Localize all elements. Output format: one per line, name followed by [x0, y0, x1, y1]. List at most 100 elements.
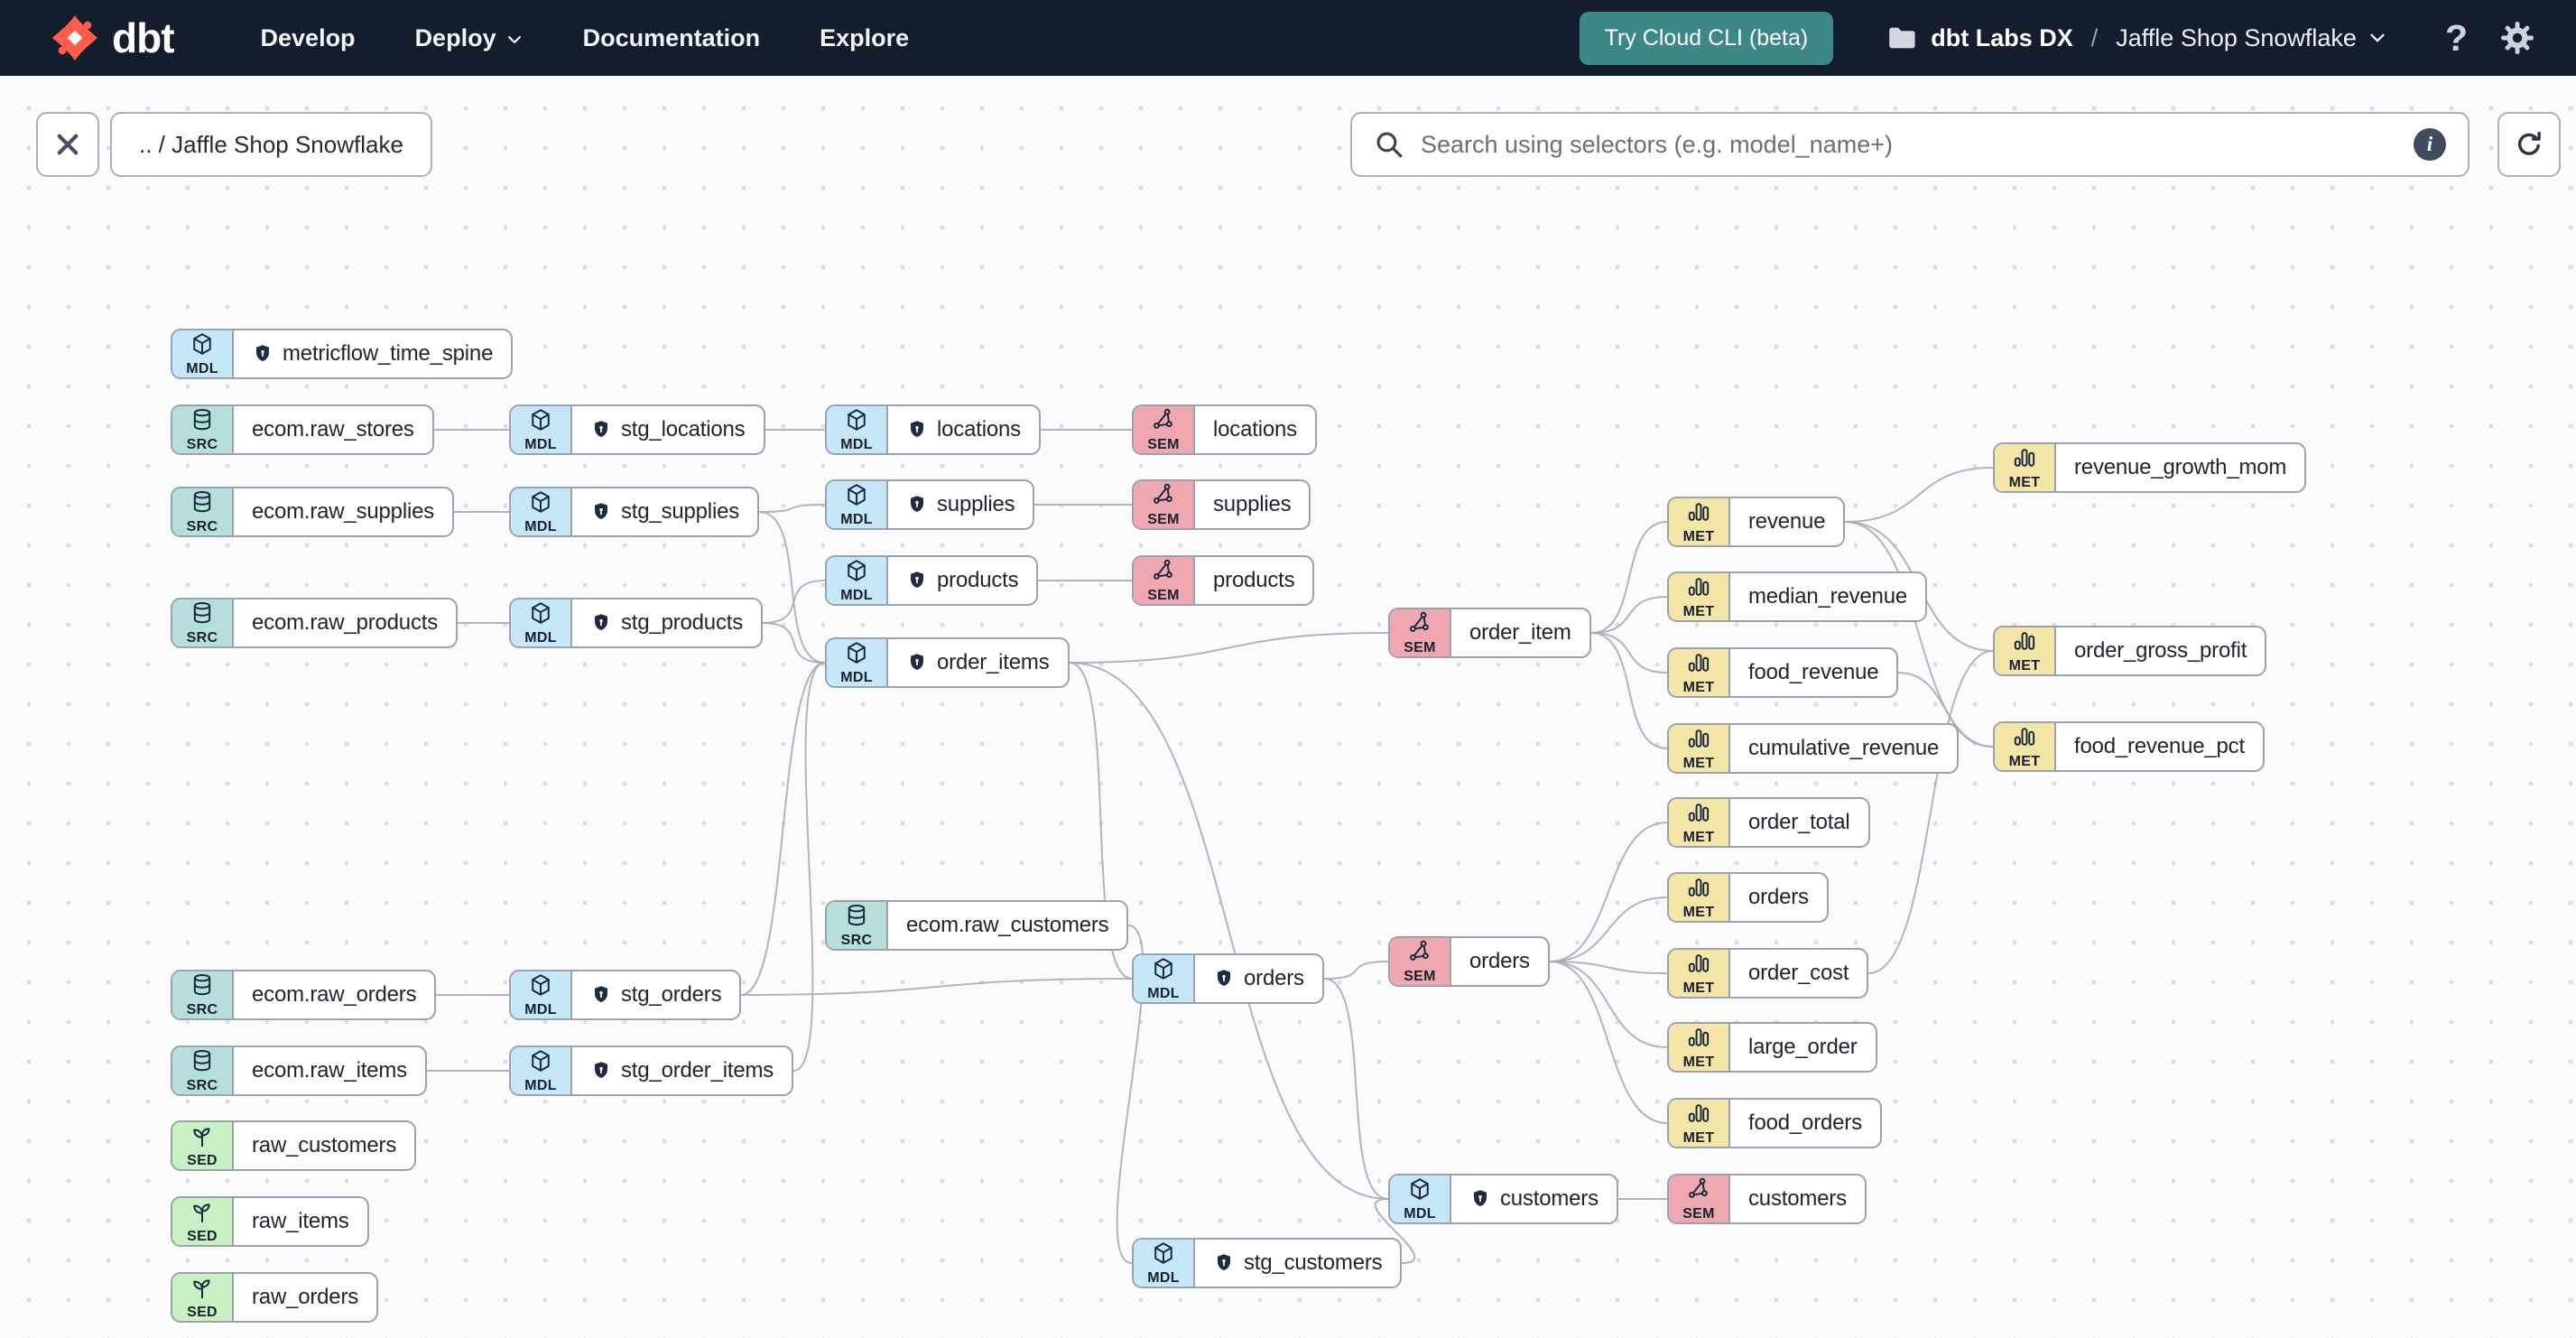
node-type-badge: MDL [511, 971, 572, 1018]
node-type-label: SEM [1404, 969, 1436, 984]
node-type-badge: MDL [511, 1047, 572, 1094]
lineage-breadcrumb-chip[interactable]: .. / Jaffle Shop Snowflake [110, 112, 432, 177]
graph-node-stg-orders[interactable]: MDL stg_orders [509, 970, 742, 1020]
node-label-text: order_total [1748, 810, 1850, 834]
semantic-network-icon [1151, 558, 1176, 588]
node-label-text: supplies [1213, 492, 1292, 516]
search-input[interactable] [1419, 129, 2399, 160]
node-label-text: customers [1748, 1186, 1847, 1211]
node-label: revenue [1730, 498, 1843, 545]
node-type-label: MET [1682, 529, 1715, 544]
node-type-badge: MET [1669, 874, 1730, 921]
brand-text: dbt [112, 14, 175, 61]
node-type-badge: MDL [1390, 1175, 1451, 1222]
search-icon [1376, 132, 1403, 158]
node-label: ecom.raw_items [234, 1047, 425, 1094]
graph-node-revenue[interactable]: MET revenue [1667, 497, 1846, 547]
node-label-text: order_item [1469, 620, 1571, 645]
node-type-label: MET [2008, 754, 2041, 769]
node-label-text: stg_customers [1244, 1250, 1383, 1275]
nav-item-develop[interactable]: Develop [261, 24, 356, 52]
node-type-badge: MDL [511, 406, 572, 453]
dbt-logo[interactable]: dbt [51, 14, 175, 62]
info-icon[interactable]: i [2414, 128, 2446, 161]
node-label-text: revenue_growth_mom [2074, 455, 2287, 479]
refresh-button[interactable] [2497, 112, 2561, 177]
help-icon[interactable]: ? [2444, 16, 2468, 59]
node-type-badge: MET [1669, 649, 1730, 696]
metric-bars-icon [1686, 726, 1711, 756]
node-label: order_cost [1730, 950, 1867, 997]
close-lineage-button[interactable] [36, 112, 99, 177]
node-label-text: stg_orders [621, 982, 722, 1007]
nav-item-documentation[interactable]: Documentation [583, 24, 761, 52]
metric-bars-icon [1686, 1101, 1711, 1130]
nav-item-explore[interactable]: Explore [820, 24, 909, 52]
nav-item-label: Documentation [582, 23, 761, 51]
semantic-network-icon [1686, 1176, 1711, 1206]
settings-gear-icon[interactable] [2498, 19, 2536, 57]
node-type-label: MDL [840, 588, 873, 603]
node-label: stg_order_items [572, 1047, 792, 1094]
node-type-label: SEM [1147, 588, 1180, 603]
node-label: raw_customers [234, 1122, 414, 1169]
node-type-badge: MDL [511, 488, 572, 535]
try-cloud-cli-button[interactable]: Try Cloud CLI (beta) [1579, 11, 1834, 65]
node-label: ecom.raw_customers [888, 902, 1126, 949]
environment-selector[interactable]: Jaffle Shop Snowflake [2116, 24, 2387, 52]
node-type-label: SEM [1682, 1206, 1715, 1222]
node-type-badge: MDL [827, 481, 888, 528]
shield-icon [256, 345, 269, 361]
node-type-badge: SED [172, 1122, 234, 1169]
metric-bars-icon [2012, 445, 2037, 475]
node-type-label: SED [187, 1305, 218, 1320]
shield-icon [595, 1062, 607, 1078]
graph-node-customers-sem[interactable]: SEM customers [1667, 1174, 1867, 1224]
node-type-badge: SEM [1390, 938, 1451, 985]
breadcrumb-separator: / [2090, 23, 2099, 51]
project-name[interactable]: dbt Labs DX [1931, 23, 2073, 51]
nav-item-label: Deploy [414, 23, 496, 51]
node-label-text: median_revenue [1748, 584, 1907, 609]
model-cube-icon [528, 972, 553, 1002]
node-label-text: orders [1244, 966, 1304, 990]
nav-item-deploy[interactable]: Deploy [415, 24, 524, 52]
